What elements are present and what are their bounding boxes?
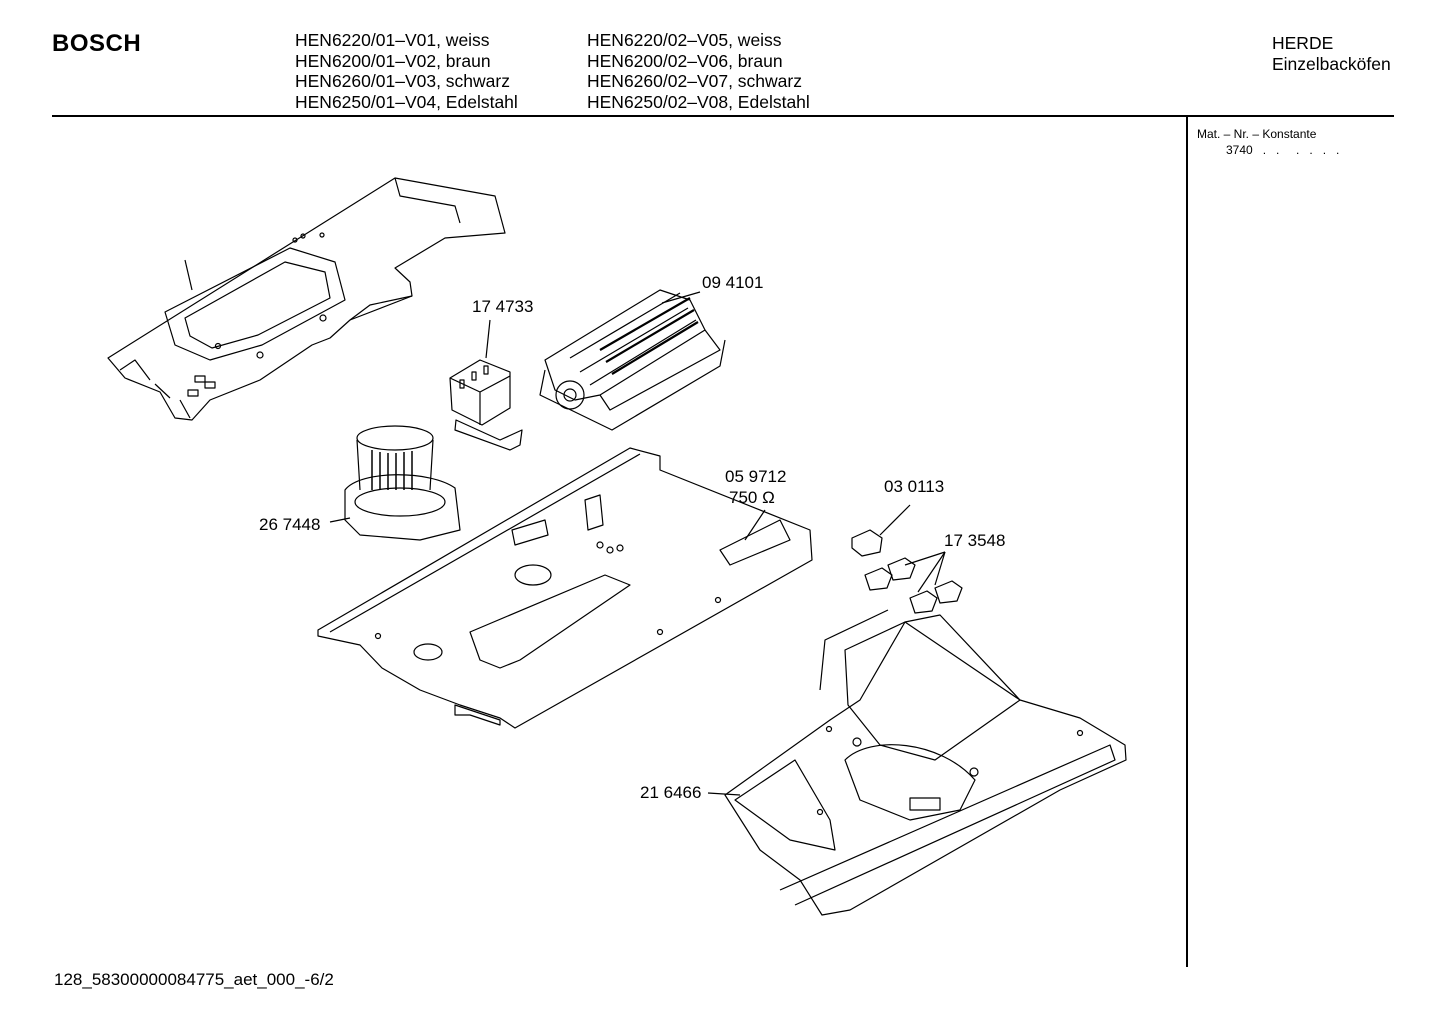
model-list-left: HEN6220/01–V01, weiss HEN6200/01–V02, br… xyxy=(295,30,518,112)
switch-part xyxy=(851,504,911,557)
part-label: 17 3548 xyxy=(944,531,1005,550)
category-heading: HERDE Einzelbacköfen xyxy=(1272,33,1391,74)
material-title: Mat. – Nr. – Konstante xyxy=(1197,127,1317,141)
lamp-holder-part xyxy=(864,551,963,614)
top-frame-part xyxy=(107,177,506,421)
model-line: HEN6260/01–V03, schwarz xyxy=(295,71,510,91)
model-line: HEN6220/02–V05, weiss xyxy=(587,30,782,50)
model-line: HEN6220/01–V01, weiss xyxy=(295,30,490,50)
model-line: HEN6200/02–V06, braun xyxy=(587,50,783,71)
part-label: 750 Ω xyxy=(729,488,775,507)
model-line: HEN6250/01–V04, Edelstahl xyxy=(295,91,518,112)
motor-part xyxy=(329,425,461,541)
model-line: HEN6260/02–V07, schwarz xyxy=(587,71,802,91)
header-divider xyxy=(52,115,1394,117)
model-line: HEN6200/01–V02, braun xyxy=(295,50,491,71)
part-label: 09 4101 xyxy=(702,273,763,292)
side-divider xyxy=(1186,117,1188,967)
footer-code: 128_58300000084775_aet_000_-6/2 xyxy=(54,970,334,989)
middle-plate-part xyxy=(317,447,813,729)
transformer-part xyxy=(449,319,523,451)
part-label: 21 6466 xyxy=(640,783,701,802)
cross-flow-fan-part xyxy=(539,289,726,431)
part-label: 03 0113 xyxy=(884,477,944,496)
model-list-right: HEN6220/02–V05, weiss HEN6200/02–V06, br… xyxy=(587,30,810,112)
model-line: HEN6250/02–V08, Edelstahl xyxy=(587,91,810,112)
part-label: 17 4733 xyxy=(472,297,533,316)
material-panel: Mat. – Nr. – Konstante 3740 . . . . . . xyxy=(1197,126,1339,158)
bottom-tray-part xyxy=(707,609,1127,916)
part-label: 26 7448 xyxy=(259,515,320,534)
category-line1: HERDE xyxy=(1272,33,1334,53)
bosch-logo: BOSCH xyxy=(52,30,142,57)
category-line2: Einzelbacköfen xyxy=(1272,53,1391,74)
material-value: 3740 . . . . . . xyxy=(1226,143,1340,157)
part-label: 05 9712 xyxy=(725,467,786,486)
